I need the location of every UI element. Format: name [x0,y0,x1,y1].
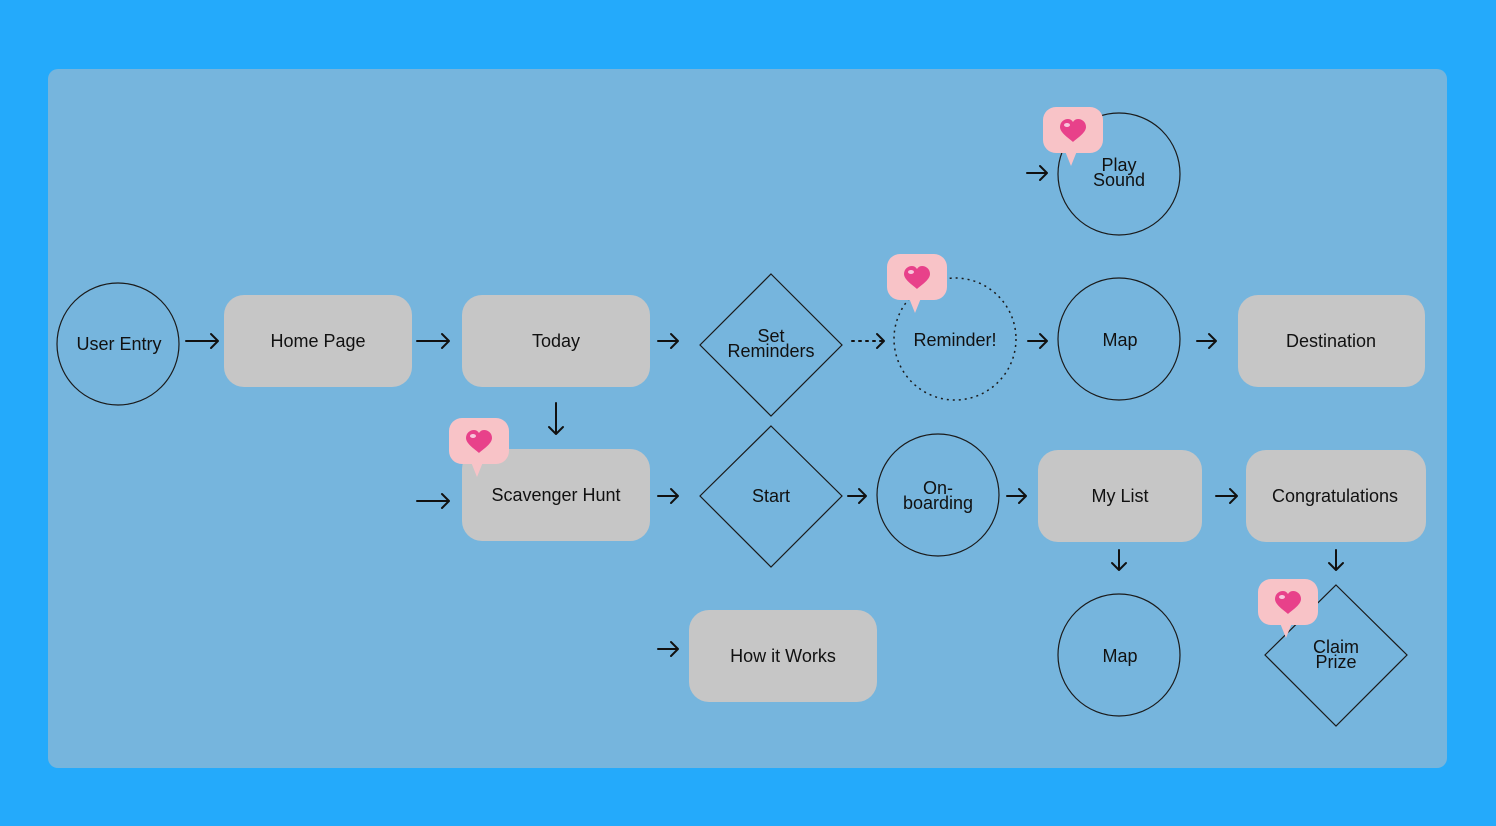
arrow-scavenger-to-start [657,488,679,504]
today-label: Today [532,331,580,351]
scavenger-hunt-label: Scavenger Hunt [491,485,620,505]
user-entry-node[interactable]: User Entry [56,282,180,406]
arrow-reminder-to-map [1027,333,1048,349]
heart-badge-reminder [887,254,947,313]
map-bottom-label: Map [1102,646,1137,666]
set-reminders-node[interactable]: Set Reminders [699,273,843,417]
reminder-node[interactable]: Reminder! [893,277,1017,401]
heart-badge-scavenger-hunt [449,418,509,477]
set-reminders-label-line1: Set [757,326,784,346]
arrow-congratulations-to-claim-prize [1328,549,1344,571]
arrow-to-play-sound [1026,165,1048,181]
my-list-label: My List [1091,486,1148,506]
play-sound-label-line2: Sound [1093,170,1145,190]
arrow-today-to-scavenger [548,402,564,435]
heart-badge-play-sound [1043,107,1103,166]
arrow-onboarding-to-my-list [1006,488,1027,504]
scavenger-hunt-node[interactable]: Scavenger Hunt [462,449,650,541]
reminder-label: Reminder! [913,330,996,350]
claim-prize-label-line2: Prize [1315,652,1356,672]
map-bottom-node[interactable]: Map [1057,593,1181,717]
arrow-user-entry-to-home [185,333,219,349]
play-sound-label-line1: Play [1101,155,1136,175]
arrow-today-to-set-reminders [657,333,679,349]
map-top-node[interactable]: Map [1057,277,1181,401]
how-it-works-node[interactable]: How it Works [689,610,877,702]
arrow-to-scavenger-hunt [416,493,450,509]
today-node[interactable]: Today [462,295,650,387]
onboarding-label-line1: On- [923,478,953,498]
onboarding-node[interactable]: On- boarding [876,433,1000,557]
congratulations-node[interactable]: Congratulations [1246,450,1426,542]
start-label: Start [752,486,790,506]
destination-node[interactable]: Destination [1238,295,1425,387]
user-entry-label: User Entry [76,334,161,354]
arrow-my-list-to-congratulations [1215,488,1238,504]
claim-prize-label-line1: Claim [1313,637,1359,657]
arrow-set-reminders-to-reminder-dotted [851,333,885,349]
set-reminders-label-line2: Reminders [727,341,814,361]
destination-label: Destination [1286,331,1376,351]
home-page-node[interactable]: Home Page [224,295,412,387]
heart-badge-claim-prize [1258,579,1318,638]
map-top-label: Map [1102,330,1137,350]
onboarding-label-line2: boarding [903,493,973,513]
arrow-to-how-it-works [657,641,679,657]
arrow-my-list-to-map [1111,549,1127,571]
play-sound-node[interactable]: Play Sound [1057,112,1181,236]
claim-prize-node[interactable]: Claim Prize [1264,584,1408,727]
my-list-node[interactable]: My List [1038,450,1202,542]
home-page-label: Home Page [270,331,365,351]
how-it-works-label: How it Works [730,646,836,666]
arrow-start-to-onboarding [847,488,867,504]
start-node[interactable]: Start [699,425,843,568]
arrow-map-to-destination [1196,333,1217,349]
congratulations-label: Congratulations [1272,486,1398,506]
arrow-home-to-today [416,333,450,349]
